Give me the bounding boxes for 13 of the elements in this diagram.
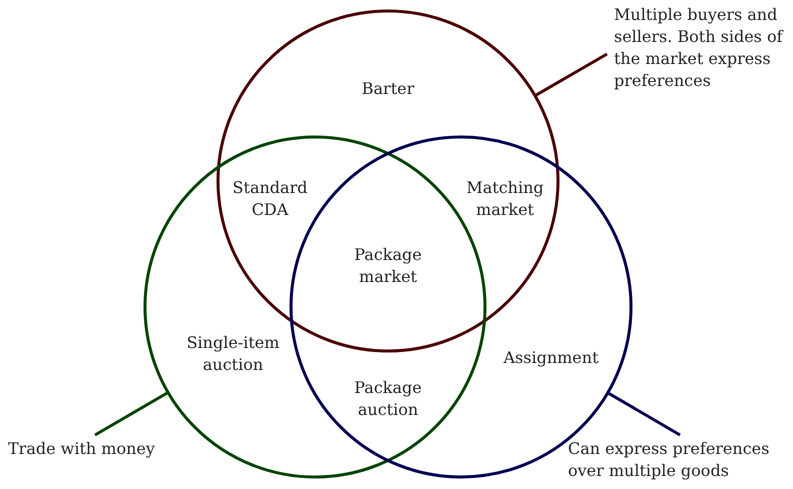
- leader-line: [94, 391, 169, 436]
- region-label: Barter: [360, 78, 416, 100]
- region-label: Standard CDA: [232, 177, 308, 221]
- annotation-text: Can express preferences over multiple goods: [568, 438, 793, 482]
- region-label: Assignment: [502, 347, 600, 369]
- leader-line: [534, 52, 608, 98]
- region-label: Matching market: [465, 177, 545, 221]
- annotation-text: Multiple buyers and sellers. Both sides of the market express preferences: [614, 4, 786, 92]
- region-label: Package auction: [353, 377, 423, 421]
- region-label: Package market: [353, 244, 423, 288]
- annotation-text: Trade with money: [8, 438, 186, 460]
- region-label: Single-item auction: [186, 332, 280, 376]
- leader-line: [607, 391, 681, 436]
